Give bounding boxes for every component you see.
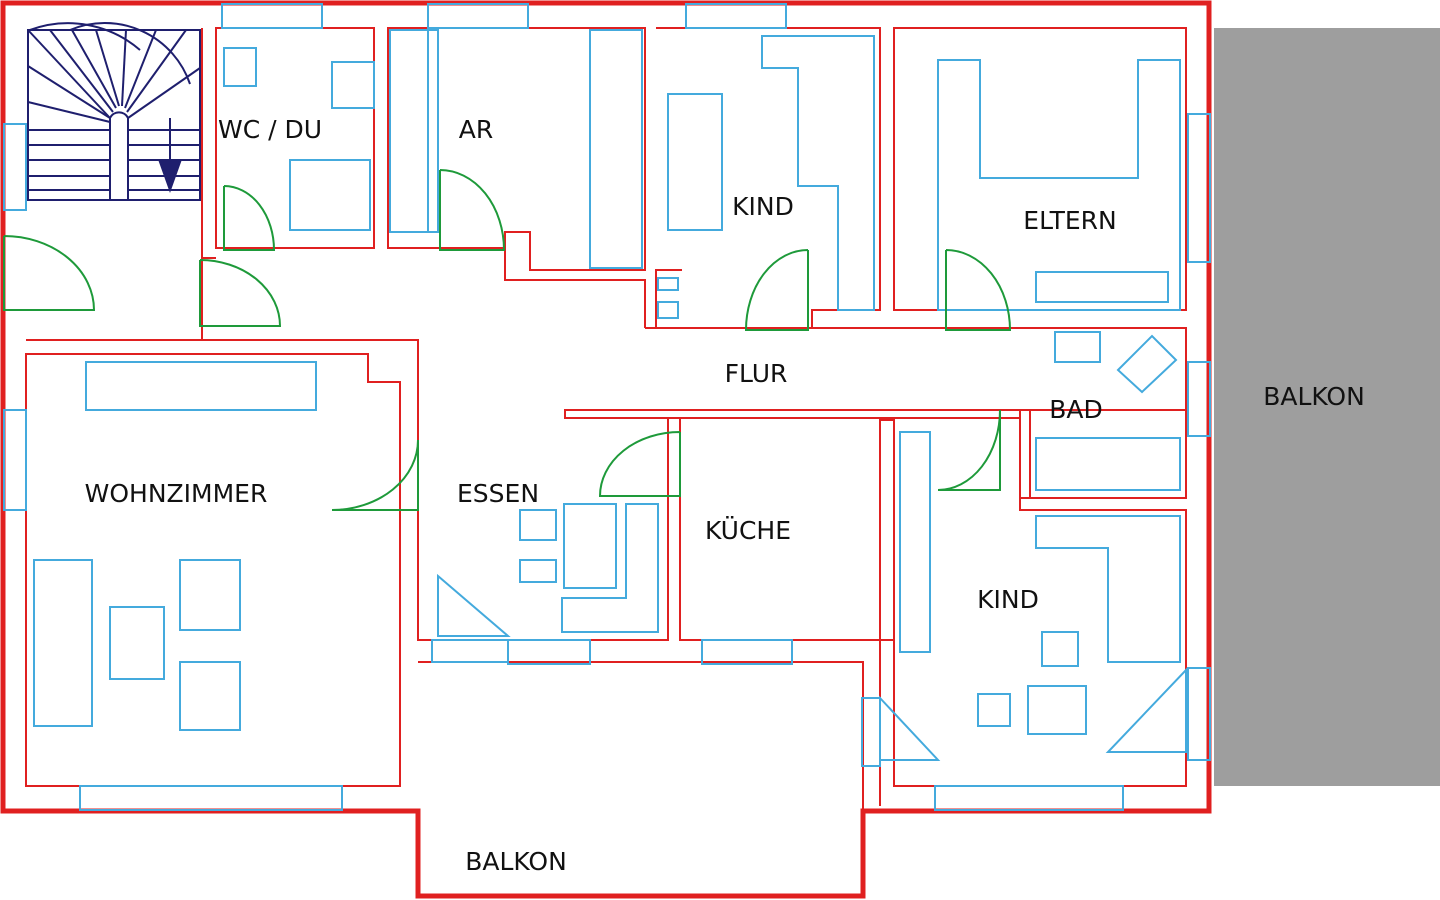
- label-ar: AR: [459, 115, 493, 144]
- side-balcony: [1214, 28, 1440, 786]
- label-eltern: ELTERN: [1023, 206, 1116, 235]
- outer-wall: [0, 0, 1212, 899]
- label-bad: BAD: [1049, 395, 1103, 424]
- label-wohnzimmer: WOHNZIMMER: [85, 479, 268, 508]
- label-kind-bottom: KIND: [977, 585, 1039, 614]
- furniture: [33, 29, 1187, 761]
- staircase: [27, 22, 201, 201]
- label-kind-top: KIND: [732, 192, 794, 221]
- doors: [3, 169, 1012, 511]
- stair-arrow-icon: [158, 161, 182, 193]
- label-balkon-side: BALKON: [1263, 382, 1365, 411]
- label-kueche: KÜCHE: [705, 516, 791, 545]
- windows: [3, 3, 1211, 811]
- room-labels: WC / DU AR KIND ELTERN FLUR BAD WOHNZIMM…: [85, 115, 1365, 876]
- label-balkon-bottom: BALKON: [465, 847, 567, 876]
- label-flur: FLUR: [725, 359, 788, 388]
- label-wc-du: WC / DU: [218, 115, 322, 144]
- label-essen: ESSEN: [457, 479, 539, 508]
